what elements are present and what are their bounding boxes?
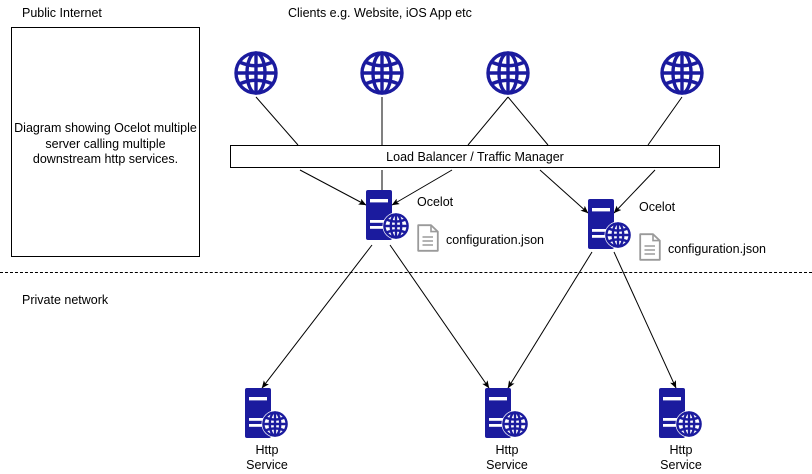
config-file-2[interactable] <box>639 233 661 261</box>
server-globe-icon <box>366 190 410 240</box>
config-file-label-1: configuration.json <box>446 233 544 247</box>
ocelot-node-2[interactable] <box>588 199 634 251</box>
private-network-label: Private network <box>22 293 109 307</box>
client-globe-3[interactable] <box>484 49 532 97</box>
server-globe-icon <box>588 199 632 249</box>
edge-client3-lb-right <box>507 96 549 146</box>
edge-ocelot1-svc2 <box>389 244 490 389</box>
document-icon <box>639 233 661 261</box>
edge-lb-ocelot1-a <box>299 169 367 206</box>
edge-client1-lb <box>255 96 299 146</box>
server-globe-icon <box>485 388 529 438</box>
load-balancer-box[interactable]: Load Balancer / Traffic Manager <box>230 145 720 168</box>
note-text: Diagram showing Ocelot multiple server c… <box>14 121 197 166</box>
config-file-1[interactable] <box>417 224 439 252</box>
http-service-caption-1-line1: Http <box>255 443 279 457</box>
http-service-caption-3-line1: Http <box>669 443 693 457</box>
edge-client3-lb-left <box>467 96 509 146</box>
http-service-caption-1-line2: Service <box>246 458 288 472</box>
note-box <box>11 27 200 257</box>
document-icon <box>417 224 439 252</box>
http-service-caption-2-line2: Service <box>486 458 528 472</box>
http-service-caption-2-line1: Http <box>495 443 519 457</box>
http-service-node-2[interactable] <box>485 388 531 440</box>
http-service-caption-3: Http Service <box>636 443 726 473</box>
server-globe-icon <box>659 388 703 438</box>
http-service-node-1[interactable] <box>245 388 291 440</box>
server-globe-icon <box>245 388 289 438</box>
http-service-node-3[interactable] <box>659 388 705 440</box>
http-service-caption-3-line2: Service <box>660 458 702 472</box>
client-globe-4[interactable] <box>658 49 706 97</box>
client-globe-2[interactable] <box>358 49 406 97</box>
globe-icon <box>234 51 278 95</box>
http-service-caption-1: Http Service <box>222 443 312 473</box>
config-file-label-2: configuration.json <box>668 242 766 256</box>
globe-icon <box>486 51 530 95</box>
client-globe-1[interactable] <box>232 49 280 97</box>
globe-icon <box>660 51 704 95</box>
edge-lb-ocelot2-a <box>539 169 589 214</box>
load-balancer-label: Load Balancer / Traffic Manager <box>386 149 564 164</box>
edge-client4-lb <box>647 96 683 146</box>
network-boundary-divider <box>0 272 812 273</box>
edge-ocelot1-svc1 <box>261 244 373 389</box>
http-service-caption-2: Http Service <box>462 443 552 473</box>
ocelot-label-2: Ocelot <box>639 200 676 214</box>
globe-icon <box>360 51 404 95</box>
public-internet-label: Public Internet <box>22 6 102 20</box>
clients-label: Clients e.g. Website, iOS App etc <box>288 6 472 20</box>
ocelot-node-1[interactable] <box>366 190 412 242</box>
ocelot-label-1: Ocelot <box>417 195 454 209</box>
